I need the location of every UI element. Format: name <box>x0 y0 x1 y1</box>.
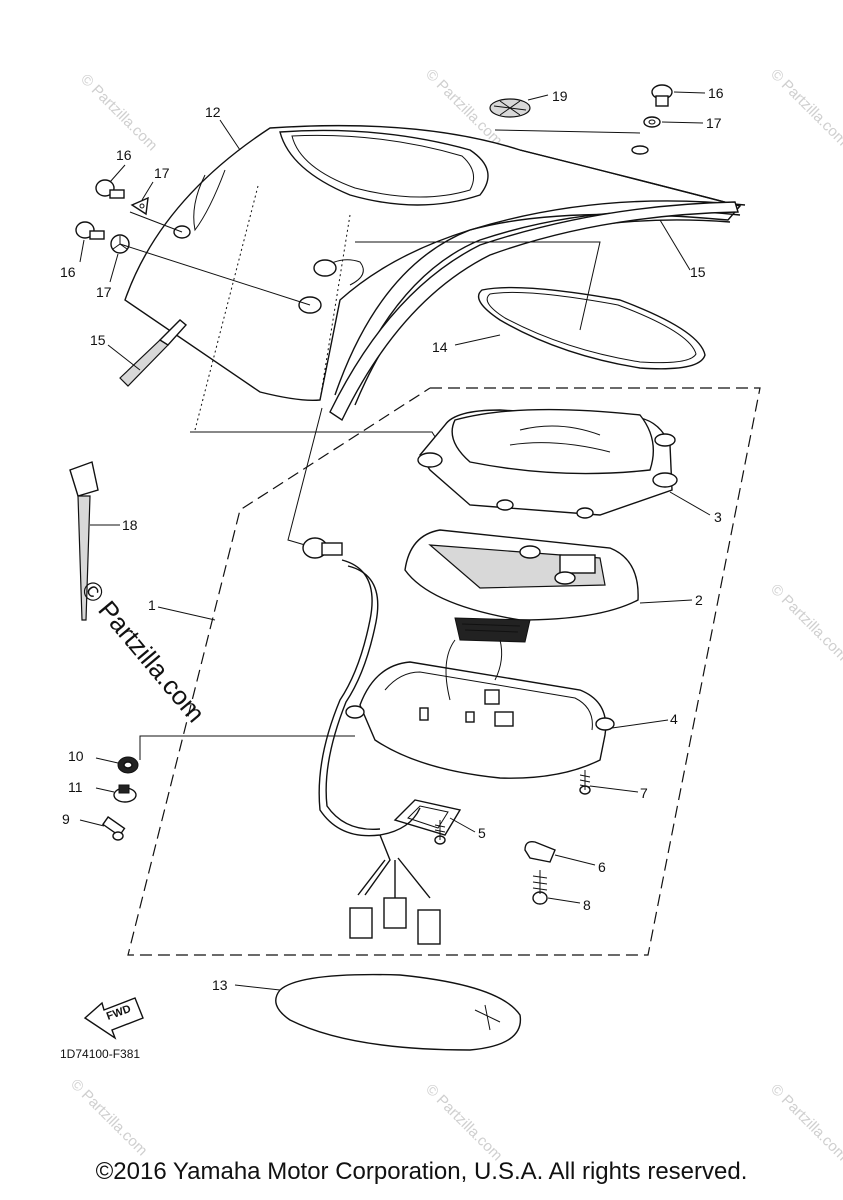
copyright-notice: ©2016 Yamaha Motor Corporation, U.S.A. A… <box>95 1158 748 1185</box>
callout-17-upper-left: 17 <box>154 165 170 181</box>
callout-8: 8 <box>583 897 591 913</box>
callout-16-upper-left: 16 <box>116 147 132 163</box>
screw-near-5 <box>434 820 446 845</box>
callout-3: 3 <box>714 509 722 525</box>
wire-harness <box>302 537 441 945</box>
watermark-small: © Partzilla.com <box>422 1081 505 1164</box>
callout-12: 12 <box>205 104 221 120</box>
callout-6: 6 <box>598 859 606 875</box>
callout-numbers: 19 16 17 12 16 17 16 17 15 15 14 3 18 2 … <box>60 85 724 993</box>
callout-18: 18 <box>122 517 138 533</box>
callout-16-lower-left: 16 <box>60 264 76 280</box>
damper-strip-left <box>119 319 188 387</box>
callout-17-right: 17 <box>706 115 722 131</box>
screw-16-upper-left <box>95 179 125 199</box>
grommet <box>489 98 531 118</box>
watermark-small: © Partzilla.com <box>767 581 843 664</box>
screw-16-lower-left <box>75 221 105 240</box>
meter-unit <box>404 529 639 643</box>
watermark-small: © Partzilla.com <box>77 71 160 154</box>
callout-2: 2 <box>695 592 703 608</box>
cable-tie <box>69 461 99 621</box>
callout-4: 4 <box>670 711 678 727</box>
grommet-10 <box>117 756 139 774</box>
lens-sheet <box>275 973 522 1051</box>
bracket-plate <box>393 799 462 836</box>
bolt-9 <box>101 816 126 841</box>
callout-1: 1 <box>148 597 156 613</box>
callout-16-right: 16 <box>708 85 724 101</box>
washer-17-upper-left <box>130 196 149 216</box>
callout-13: 13 <box>212 977 228 993</box>
screw-7 <box>579 770 591 795</box>
callout-15-right: 15 <box>690 264 706 280</box>
watermark-small: © Partzilla.com <box>67 1076 150 1159</box>
callout-14: 14 <box>432 339 448 355</box>
screw-8 <box>532 870 548 905</box>
watermark-small: © Partzilla.com <box>767 1081 843 1164</box>
callout-9: 9 <box>62 811 70 827</box>
collar-11 <box>113 784 137 803</box>
meter-lens-case <box>417 408 678 519</box>
callout-15-left: 15 <box>90 332 106 348</box>
washer-17-right <box>643 116 661 128</box>
damper-strip-right <box>329 201 739 422</box>
lens-gasket <box>477 286 706 370</box>
meter-lower-case <box>345 639 615 779</box>
watermark-small: © Partzilla.com <box>767 66 843 149</box>
callout-11: 11 <box>68 779 83 795</box>
callout-5: 5 <box>478 825 486 841</box>
watermark-main: © Partzilla.com <box>75 575 211 728</box>
callout-10: 10 <box>68 748 84 764</box>
callout-7: 7 <box>640 785 648 801</box>
assembly-outline <box>127 387 761 956</box>
meter-cover <box>124 124 746 406</box>
fwd-arrow-icon: FWD <box>83 997 144 1040</box>
clamp-6 <box>524 840 556 863</box>
callout-17-lower-left: 17 <box>96 284 112 300</box>
diagram-code: 1D74100-F381 <box>60 1047 140 1061</box>
screw-16-right <box>651 84 673 107</box>
callout-19: 19 <box>552 88 568 104</box>
leader-lines <box>79 91 711 991</box>
